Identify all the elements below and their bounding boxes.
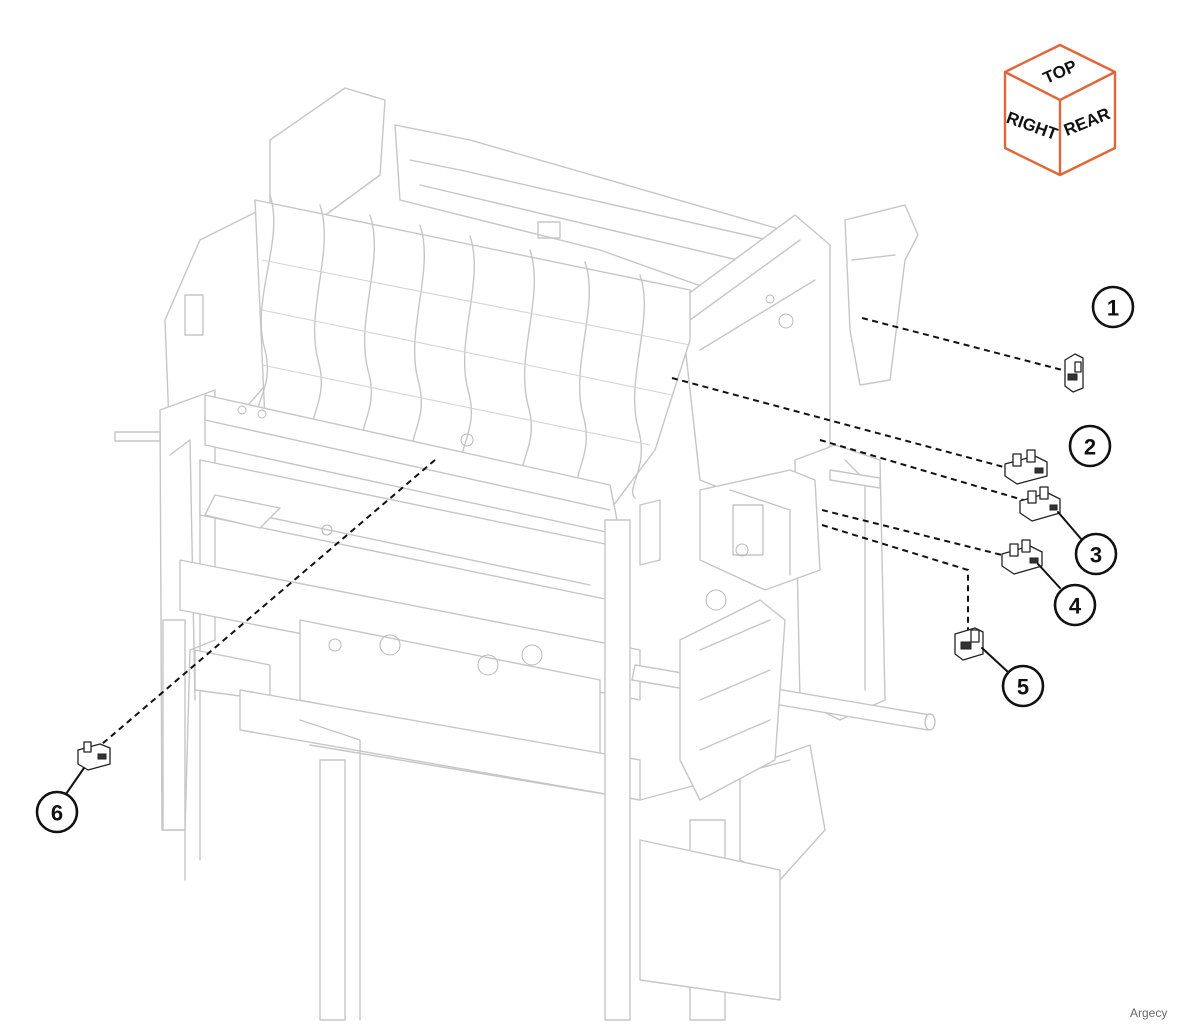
leader-line-1 <box>861 317 1071 373</box>
leader-line-6 <box>94 459 436 751</box>
sensor-part-1 <box>1064 353 1084 393</box>
callout-2: 2 <box>1068 424 1112 468</box>
lower-tray-assembly <box>179 559 791 801</box>
sensor-part-6 <box>77 741 111 771</box>
middle-guide-plate <box>199 394 621 601</box>
vertical-legs <box>162 519 781 1021</box>
finisher-frame-assembly <box>114 87 936 1021</box>
callout-1-label: 1 <box>1107 296 1119 321</box>
sensor-part-4 <box>1001 539 1043 575</box>
watermark-text: Argecy <box>1130 1006 1167 1020</box>
callout-5-label: 5 <box>1017 675 1029 700</box>
sensor-parts <box>77 353 1084 771</box>
orientation-cube: TOP RIGHT REAR <box>1003 43 1117 177</box>
callout-2-label: 2 <box>1084 435 1096 460</box>
callout-3-label: 3 <box>1090 543 1102 568</box>
sensor-part-2 <box>1004 449 1048 485</box>
callout-6: 6 <box>35 767 85 834</box>
callout-4-label: 4 <box>1069 594 1082 619</box>
leader-lines <box>94 317 1071 751</box>
callout-5: 5 <box>981 647 1045 708</box>
leader-line-3 <box>819 439 1031 503</box>
sensor-part-3 <box>1019 486 1061 522</box>
right-mechanism <box>639 469 821 801</box>
rear-top-panel <box>269 87 919 386</box>
callout-markers: 1 2 3 4 5 6 <box>35 285 1135 834</box>
leader-line-2 <box>671 377 1016 471</box>
leader-line-4 <box>821 509 1011 558</box>
callout-3: 3 <box>1057 511 1118 576</box>
callout-1: 1 <box>1091 285 1135 329</box>
callout-6-label: 6 <box>51 801 63 826</box>
callout-4: 4 <box>1037 563 1097 627</box>
sensor-part-5 <box>954 627 984 661</box>
leader-line-5 <box>821 524 969 630</box>
